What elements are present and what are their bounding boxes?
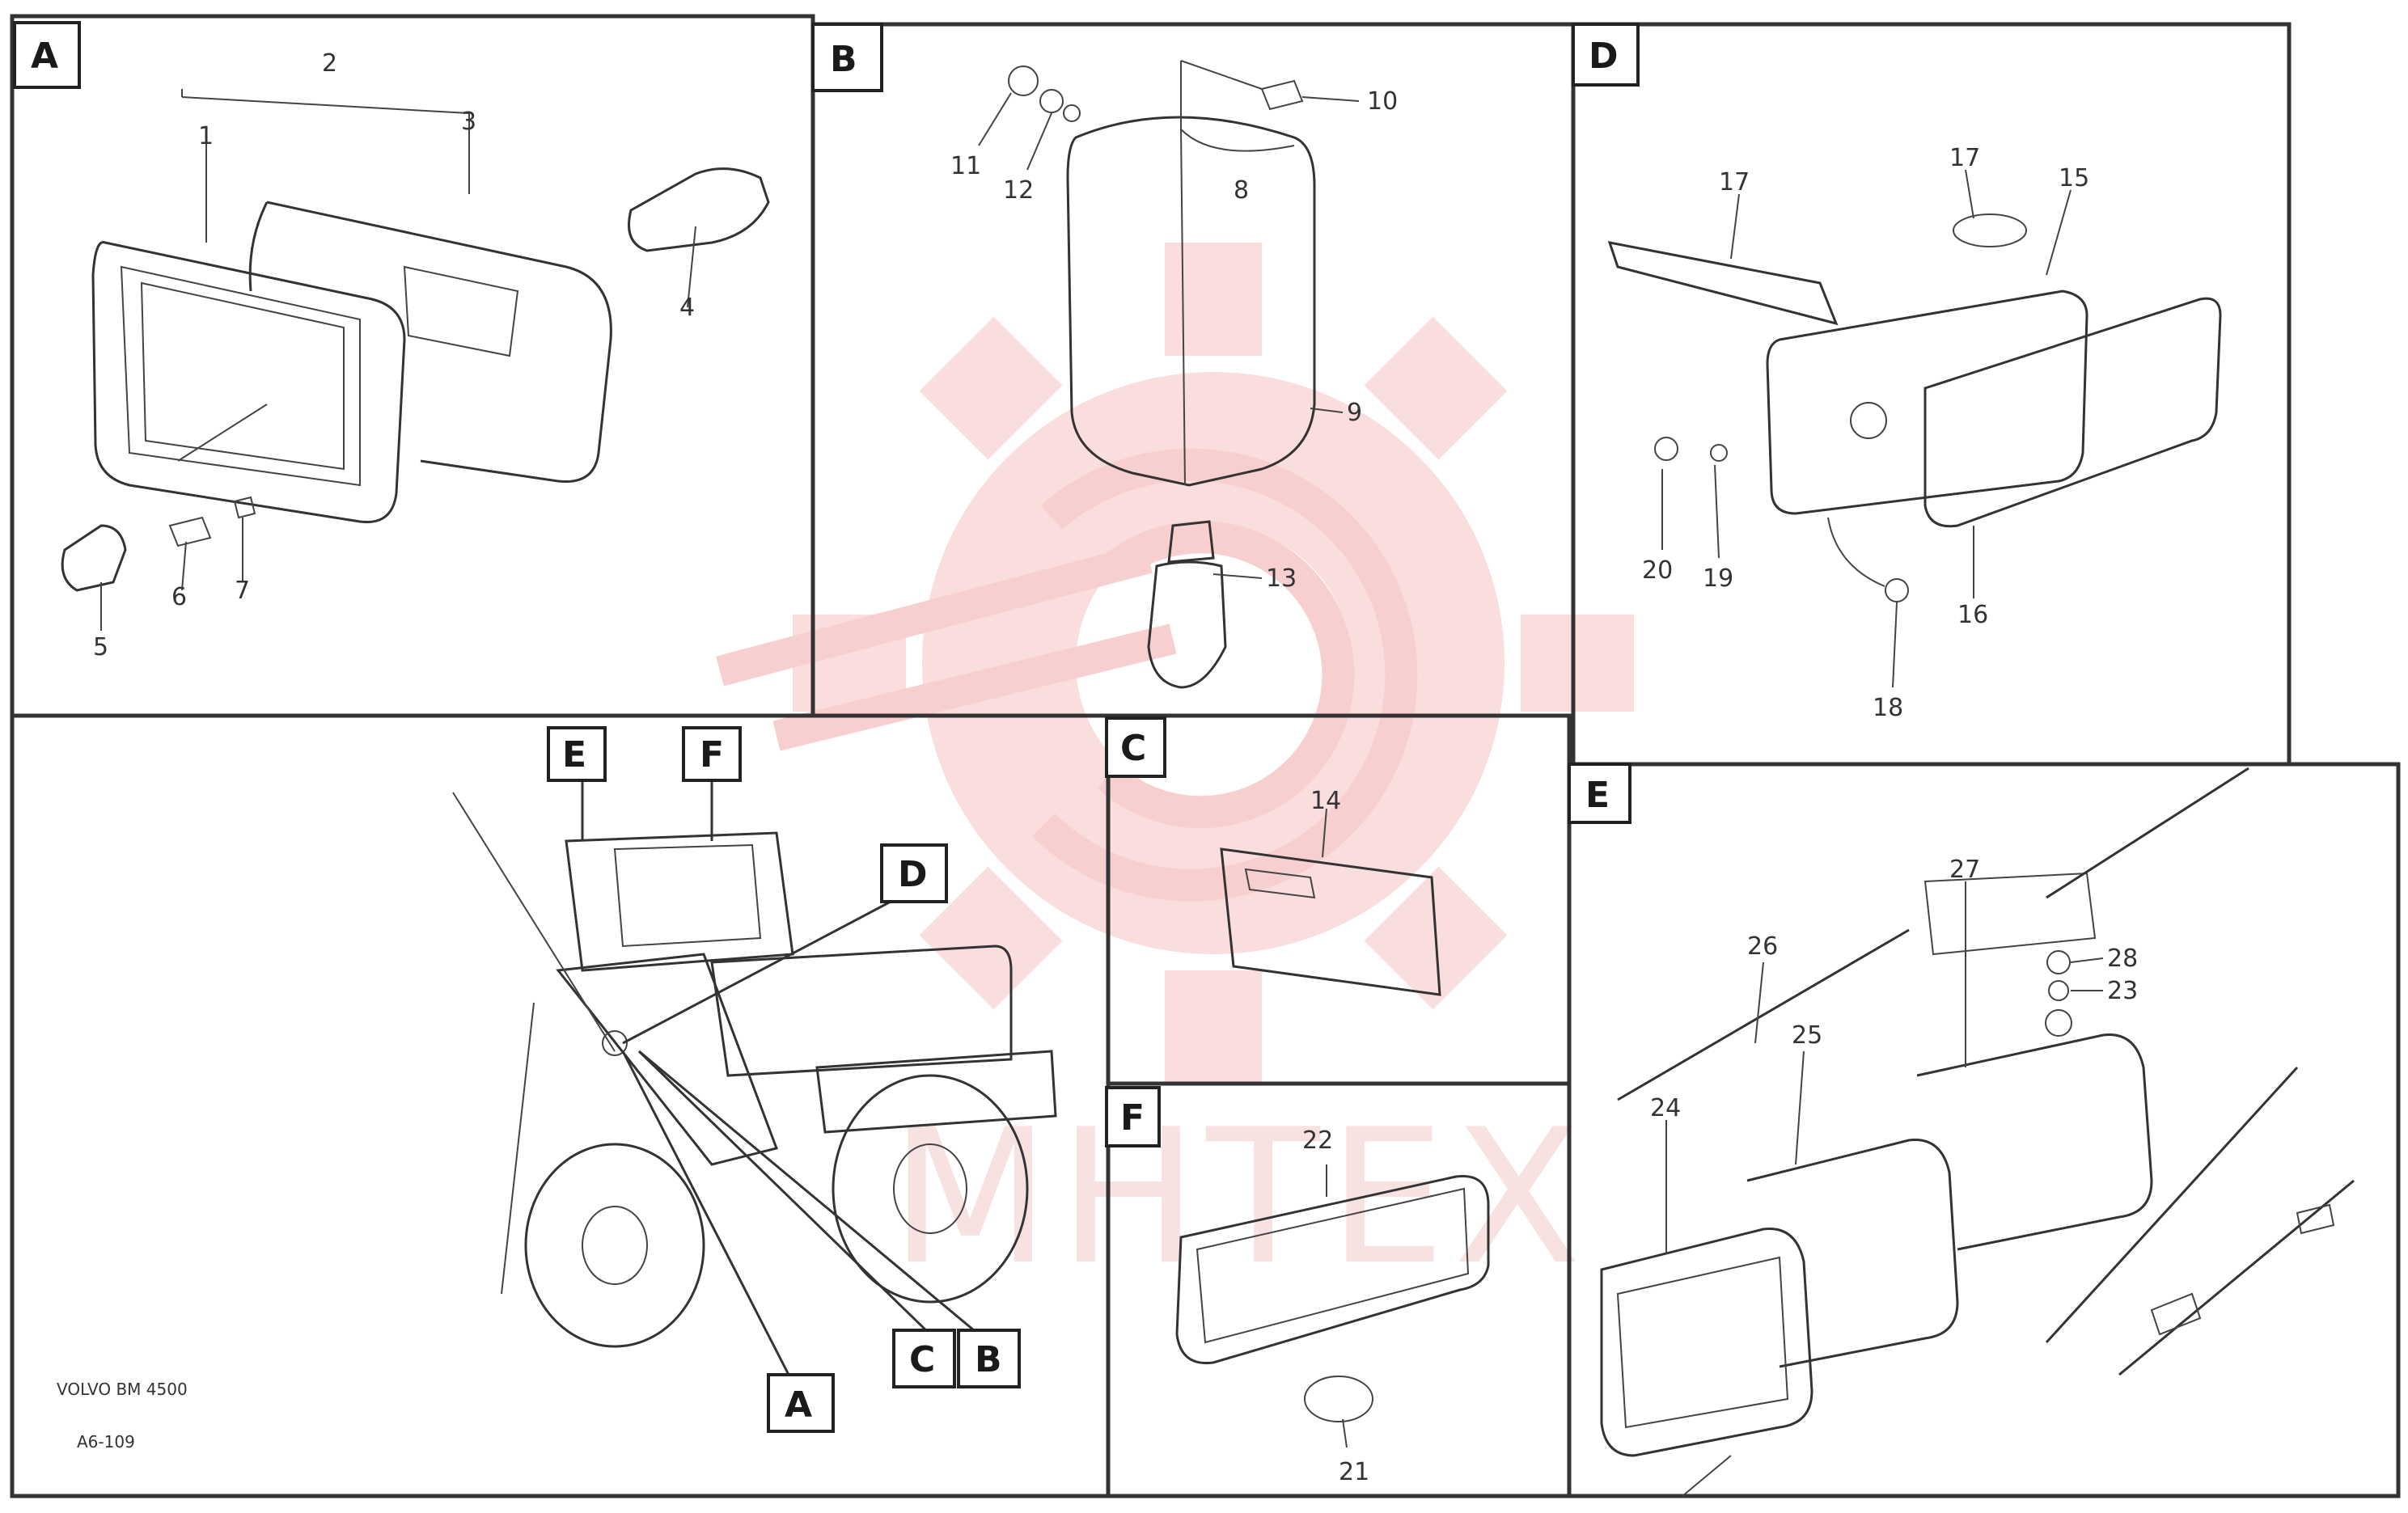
watermark-stripes-icon xyxy=(716,543,1177,751)
svg-text:E: E xyxy=(562,734,586,776)
tail-lamp-cluster-drawing xyxy=(1600,767,2355,1497)
svg-text:C: C xyxy=(909,1339,935,1380)
svg-text:D: D xyxy=(898,854,928,895)
watermark-text: MHTEX xyxy=(890,1090,1589,1306)
callout-26: 26 xyxy=(1747,932,1778,961)
panel-d-label: D xyxy=(1572,23,1640,87)
panel-c: C 14 xyxy=(1105,716,1441,996)
reflector-drawing xyxy=(1220,808,1441,996)
watermark-gear-icon xyxy=(793,243,1634,1084)
callout-12: 12 xyxy=(1003,176,1034,205)
svg-text:C: C xyxy=(1120,728,1146,769)
svg-text:F: F xyxy=(1120,1097,1145,1139)
tag-c: C xyxy=(892,1329,956,1388)
panel-a-label: A xyxy=(13,21,81,89)
watermark-arc-icon xyxy=(1032,448,1418,902)
callout-25: 25 xyxy=(1792,1021,1822,1050)
panel-c-label: C xyxy=(1105,716,1166,778)
callout-6: 6 xyxy=(171,583,187,611)
loader-machine-drawing xyxy=(452,776,1057,1376)
panel-f: F 22 21 xyxy=(1105,1086,1490,1486)
panel-b-label: B xyxy=(811,23,883,92)
callout-4: 4 xyxy=(679,294,695,322)
tag-f: F xyxy=(682,726,742,782)
work-lamp-drawing xyxy=(61,89,770,631)
callout-1: 1 xyxy=(198,122,214,150)
callout-15: 15 xyxy=(2059,164,2089,192)
svg-text:A: A xyxy=(31,36,58,77)
panel-e-label: E xyxy=(1568,763,1631,824)
panel-e: E 27 26 25 24 28 xyxy=(1568,763,2355,1497)
callout-21: 21 xyxy=(1339,1458,1369,1486)
side-marker-lamp-drawing xyxy=(1175,1164,1490,1448)
svg-text:B: B xyxy=(830,39,857,80)
callout-5: 5 xyxy=(93,633,108,661)
callout-18: 18 xyxy=(1873,694,1903,722)
callout-14: 14 xyxy=(1310,787,1341,815)
panel-a: A 2 1 xyxy=(13,21,770,661)
callout-24: 24 xyxy=(1650,1094,1681,1122)
svg-text:B: B xyxy=(975,1339,1002,1380)
drawing-stamp-number: A6-109 xyxy=(77,1432,135,1452)
drawing-stamp-model: VOLVO BM 4500 xyxy=(57,1380,188,1399)
panel-b: B 10 11 12 13 8 9 xyxy=(811,23,1398,689)
svg-text:D: D xyxy=(1589,36,1619,77)
tag-e: E xyxy=(547,726,607,782)
callout-13: 13 xyxy=(1266,564,1297,593)
callout-3: 3 xyxy=(461,108,476,136)
tag-b: B xyxy=(957,1329,1021,1388)
rear-lamp-drawing xyxy=(1607,169,2222,688)
callout-7: 7 xyxy=(235,577,250,605)
callout-28: 28 xyxy=(2107,945,2138,973)
callout-10: 10 xyxy=(1367,87,1398,116)
watermark-logo: MHTEX xyxy=(716,243,1634,1306)
callout-8: 8 xyxy=(1234,176,1249,205)
svg-text:E: E xyxy=(1585,775,1610,816)
callout-16: 16 xyxy=(1957,601,1988,629)
callout-19: 19 xyxy=(1703,564,1733,593)
callout-17-top: 17 xyxy=(1949,144,1980,172)
tag-d: D xyxy=(880,843,948,903)
tag-a: A xyxy=(767,1373,835,1433)
panel-f-label: F xyxy=(1105,1086,1161,1147)
svg-text:A: A xyxy=(785,1384,812,1426)
callout-9: 9 xyxy=(1347,399,1362,427)
callout-22: 22 xyxy=(1302,1126,1333,1155)
overview-panel: E F D C B A VOLVO BM 4500 A6-109 xyxy=(57,726,1057,1452)
callout-20: 20 xyxy=(1642,556,1673,585)
callout-27: 27 xyxy=(1949,856,1980,884)
callout-17-left: 17 xyxy=(1719,168,1750,197)
svg-text:F: F xyxy=(700,734,724,776)
panel-d: D 17 17 15 20 19 16 18 xyxy=(1572,23,2222,722)
callout-23: 23 xyxy=(2107,977,2138,1005)
beacon-lamp-drawing xyxy=(978,60,1360,689)
callout-11: 11 xyxy=(950,152,981,180)
callout-2: 2 xyxy=(322,49,337,78)
